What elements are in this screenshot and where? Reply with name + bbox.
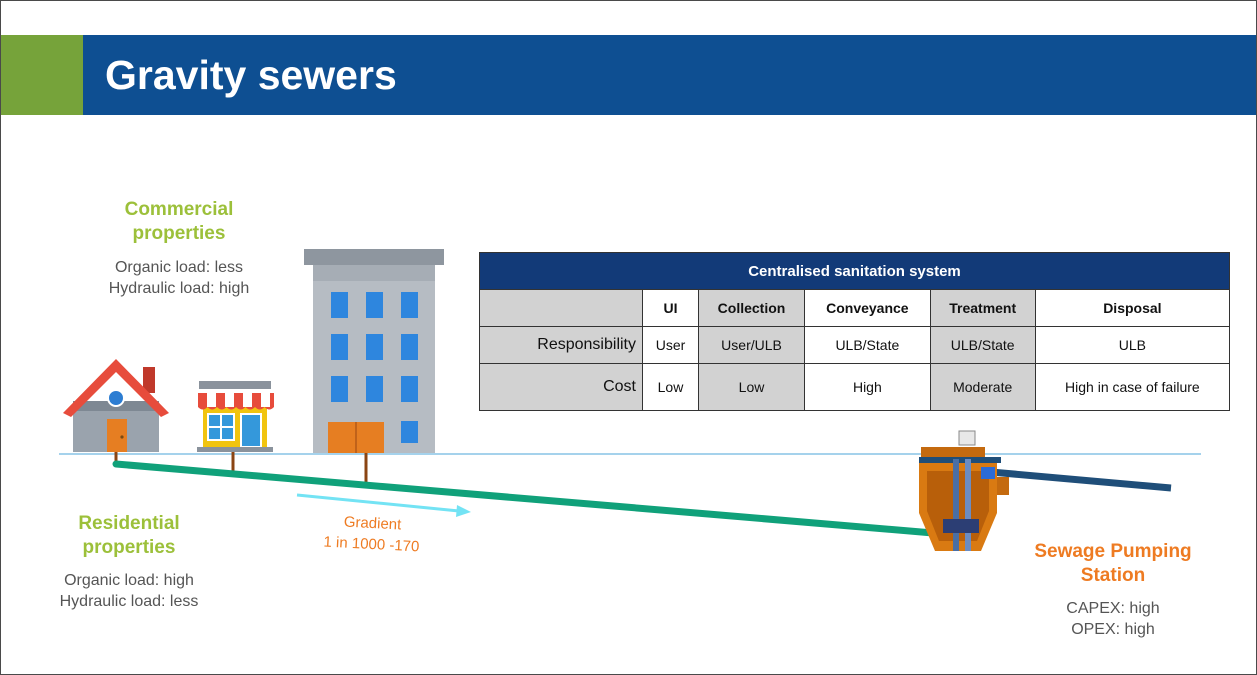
gravity-sewer-pipe: [112, 460, 937, 537]
gradient-arrow-icon: [296, 493, 471, 517]
office-building-icon: [304, 249, 444, 453]
table-cell: High in case of failure: [1034, 363, 1231, 411]
rising-main-pipe: [990, 468, 1172, 492]
gradient-label: Gradient 1 in 1000 -170: [286, 509, 458, 560]
house-icon: [63, 359, 169, 452]
pumping-station-title: Sewage Pumping Station: [1034, 541, 1192, 586]
pumping-station-opex: OPEX: high: [1071, 621, 1155, 638]
table-cell: User/ULB: [697, 326, 806, 364]
sanitation-table: Centralised sanitation system UI Collect…: [479, 252, 1231, 411]
commercial-properties-info: Organic load: less Hydraulic load: high: [79, 257, 279, 299]
row-label: Cost: [479, 363, 643, 411]
table-cell: Low: [642, 363, 699, 411]
table-cell: ULB/State: [804, 326, 931, 364]
shop-icon: [197, 381, 274, 452]
pumping-station-capex: CAPEX: high: [1066, 600, 1160, 617]
commercial-hydraulic-load: Hydraulic load: high: [108, 280, 250, 297]
table-title: Centralised sanitation system: [479, 252, 1230, 290]
accent-tab: [1, 35, 83, 115]
residential-hydraulic-load: Hydraulic load: less: [59, 593, 199, 610]
pumping-station-info: CAPEX: high OPEX: high: [1013, 598, 1213, 640]
table-cell: ULB/State: [929, 326, 1036, 364]
pumping-station-icon: [919, 430, 1009, 551]
table-cell: Low: [697, 363, 806, 411]
row-label: Responsibility: [479, 326, 643, 364]
table-cell: High: [804, 363, 931, 411]
column-header: Disposal: [1034, 289, 1231, 327]
column-header: Collection: [697, 289, 806, 327]
table-row: Responsibility User User/ULB ULB/State U…: [479, 326, 1231, 364]
column-header: UI: [642, 289, 699, 327]
commercial-organic-load: Organic load: less: [114, 259, 244, 276]
title-bar: Gravity sewers: [83, 35, 1256, 115]
table-row: Cost Low Low High Moderate High in case …: [479, 363, 1231, 411]
residential-properties-info: Organic load: high Hydraulic load: less: [29, 570, 229, 612]
table-cell: Moderate: [929, 363, 1036, 411]
residential-properties-title: Residential properties: [78, 513, 180, 558]
residential-organic-load: Organic load: high: [64, 572, 194, 589]
page-title: Gravity sewers: [105, 52, 397, 98]
table-cell: User: [642, 326, 699, 364]
table-corner-cell: [479, 289, 643, 327]
column-header: Treatment: [929, 289, 1036, 327]
column-header: Conveyance: [804, 289, 931, 327]
table-cell: ULB: [1034, 326, 1231, 364]
table-header-row: UI Collection Conveyance Treatment Dispo…: [479, 289, 1231, 327]
commercial-properties-title: Commercial properties: [124, 199, 234, 244]
